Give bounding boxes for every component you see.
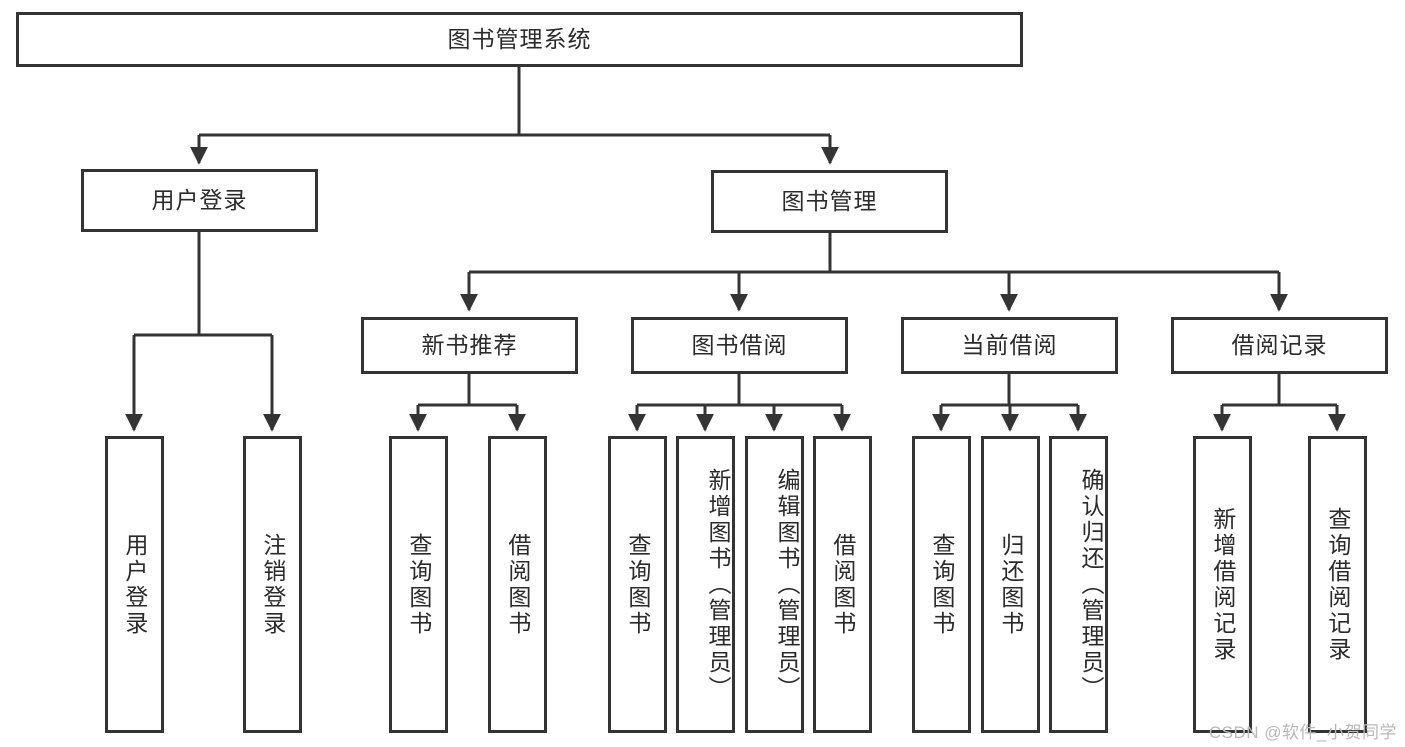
node-leaf-borrow-query-label: 查询图书 bbox=[624, 532, 651, 637]
node-new-book-recommend-label: 新书推荐 bbox=[421, 332, 518, 359]
node-leaf-user-login-signin[interactable]: 用户登录 bbox=[105, 436, 164, 733]
watermark: CSDN @软件_小贺同学 bbox=[1208, 723, 1397, 742]
node-leaf-current-return-label: 归还图书 bbox=[997, 532, 1024, 637]
node-leaf-new-book-query[interactable]: 查询图书 bbox=[389, 436, 448, 733]
node-borrow-record[interactable]: 借阅记录 bbox=[1171, 317, 1388, 374]
node-leaf-current-query-label: 查询图书 bbox=[928, 532, 955, 637]
node-current-borrow-label: 当前借阅 bbox=[961, 332, 1058, 359]
node-leaf-new-book-borrow[interactable]: 借阅图书 bbox=[488, 436, 547, 733]
node-leaf-borrow-borrow-book[interactable]: 借阅图书 bbox=[813, 436, 872, 733]
node-leaf-borrow-add-book[interactable]: 新增图书（管理员） bbox=[676, 436, 735, 733]
node-leaf-user-login-signout-label: 注销登录 bbox=[259, 532, 286, 637]
node-root-label: 图书管理系统 bbox=[447, 26, 592, 53]
node-leaf-borrow-borrow-book-label: 借阅图书 bbox=[829, 532, 856, 637]
node-leaf-new-book-borrow-label: 借阅图书 bbox=[504, 532, 531, 637]
node-leaf-user-login-signout[interactable]: 注销登录 bbox=[243, 436, 302, 733]
node-root[interactable]: 图书管理系统 bbox=[16, 12, 1023, 67]
node-leaf-current-confirm-return-label: 确认归还（管理员） bbox=[1078, 467, 1104, 702]
node-user-login[interactable]: 用户登录 bbox=[81, 169, 318, 232]
node-leaf-record-query-label: 查询借阅记录 bbox=[1324, 506, 1351, 663]
node-leaf-current-query[interactable]: 查询图书 bbox=[912, 436, 971, 733]
node-book-management[interactable]: 图书管理 bbox=[711, 170, 948, 233]
node-borrow-record-label: 借阅记录 bbox=[1231, 332, 1328, 359]
node-leaf-user-login-signin-label: 用户登录 bbox=[121, 532, 148, 637]
node-new-book-recommend[interactable]: 新书推荐 bbox=[361, 317, 578, 374]
node-leaf-borrow-add-book-label: 新增图书（管理员） bbox=[705, 467, 731, 702]
node-leaf-record-add-label: 新增借阅记录 bbox=[1209, 506, 1236, 663]
node-leaf-record-add[interactable]: 新增借阅记录 bbox=[1193, 436, 1252, 733]
node-book-borrow[interactable]: 图书借阅 bbox=[631, 317, 848, 374]
node-current-borrow[interactable]: 当前借阅 bbox=[901, 317, 1118, 374]
node-leaf-current-confirm-return[interactable]: 确认归还（管理员） bbox=[1049, 436, 1108, 733]
node-book-management-label: 图书管理 bbox=[781, 188, 878, 215]
node-leaf-borrow-edit-book-label: 编辑图书（管理员） bbox=[774, 467, 800, 702]
node-leaf-new-book-query-label: 查询图书 bbox=[405, 532, 432, 637]
node-user-login-label: 用户登录 bbox=[151, 187, 248, 214]
node-leaf-borrow-edit-book[interactable]: 编辑图书（管理员） bbox=[745, 436, 804, 733]
node-leaf-borrow-query[interactable]: 查询图书 bbox=[608, 436, 667, 733]
node-book-borrow-label: 图书借阅 bbox=[691, 332, 788, 359]
node-leaf-current-return[interactable]: 归还图书 bbox=[981, 436, 1040, 733]
node-leaf-record-query[interactable]: 查询借阅记录 bbox=[1308, 436, 1367, 733]
